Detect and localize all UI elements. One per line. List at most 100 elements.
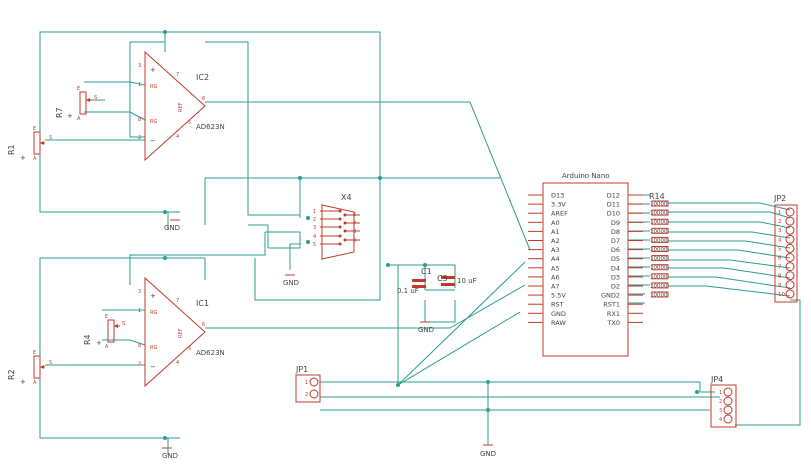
x4-pin-1: 1 xyxy=(313,209,316,215)
bank-resistor-value: 10000 xyxy=(650,211,668,217)
ground-symbols: GND GND GND GND GND xyxy=(162,219,496,460)
ic2-rg-bottom: RG xyxy=(150,119,157,125)
r14-name: R14 xyxy=(649,192,665,201)
arduino-right-pin-label: D6 xyxy=(611,246,620,254)
bank-resistor-value: 10000 xyxy=(650,265,668,271)
r1-pin-s: S xyxy=(49,135,52,141)
junction-dots xyxy=(163,30,699,440)
bank-resistor xyxy=(651,227,669,234)
arduino-right-pin-label: D2 xyxy=(611,283,620,291)
arduino-right-pin-label: D11 xyxy=(607,201,620,209)
db9-connector-x4: X4 1 2 3 4 5 6 7 8 9 xyxy=(313,193,360,260)
arduino-right-pin-label: TX0 xyxy=(606,319,620,327)
ic2-plus-sign: + xyxy=(150,66,156,74)
ic2-pin-3: 3 xyxy=(138,63,141,69)
jp2-pin-pad xyxy=(785,289,795,299)
gnd-caps: GND xyxy=(418,321,434,334)
bank-resistor-value: 10000 xyxy=(650,220,668,226)
arduino-right-pin-label: GND2 xyxy=(601,292,620,300)
r4-name: R4 xyxy=(83,334,92,345)
bank-resistor xyxy=(651,255,669,262)
arduino-left-pin-label: A0 xyxy=(551,219,560,227)
bank-resistor xyxy=(651,209,669,216)
arduino-left-pin-label: A6 xyxy=(551,273,560,281)
jp2-pin-pad xyxy=(785,207,795,217)
jp1-pin-2: 2 xyxy=(305,392,308,398)
ic1-ref: REF xyxy=(178,328,184,338)
arduino-nano: Arduino Nano D133.3VAREFA0A1A2A3A4A5A6A7… xyxy=(528,172,643,357)
ic1-pin-3: 3 xyxy=(138,289,141,295)
x4-name: X4 xyxy=(341,193,352,202)
ic2-ref: REF xyxy=(178,102,184,112)
r7-pin-s: S xyxy=(94,95,97,101)
header-jp4: JP4 1 2 3 4 xyxy=(710,375,737,428)
bank-resistor xyxy=(651,291,669,298)
arduino-left-pin-label: 5.5V xyxy=(551,292,566,300)
c1-name: C1 xyxy=(421,267,432,276)
ic1-pin-6: 6 xyxy=(202,322,205,328)
ic1-value: AD623N xyxy=(196,349,225,357)
potentiometer-r4: E A S R4 + xyxy=(83,314,125,350)
arduino-right-pin-label: D8 xyxy=(611,228,620,236)
r2-plus: + xyxy=(20,378,26,386)
jp4-pin-2: 2 xyxy=(719,399,722,405)
jp2-pin-pad xyxy=(785,234,795,244)
jp4-pin-4: 4 xyxy=(719,417,722,423)
ic2-rg-top: RG xyxy=(150,84,157,90)
arduino-right-pin-label: D4 xyxy=(611,264,620,272)
bank-resistor-value: 10000 xyxy=(650,247,668,253)
arduino-left-pin-label: D13 xyxy=(551,192,564,200)
jp1-pin-1: 1 xyxy=(305,380,308,386)
arduino-right-pin-label: D3 xyxy=(611,273,620,281)
arduino-left-pin-label: RAW xyxy=(551,319,566,327)
gnd-label-ic2: GND xyxy=(164,224,180,232)
gnd-ic1: GND xyxy=(162,447,178,460)
jp2-name: JP2 xyxy=(773,194,786,203)
gnd-label-ic1: GND xyxy=(162,452,178,460)
jp2-pin-number: 10 xyxy=(778,292,785,298)
x4-pin-4: 4 xyxy=(313,234,316,240)
ic2-pin-4: 4 xyxy=(176,134,179,140)
bank-resistor-value: 10000 xyxy=(650,283,668,289)
r1-plus: + xyxy=(20,154,26,162)
bank-resistor xyxy=(651,236,669,243)
arduino-right-pin-label: D9 xyxy=(611,219,620,227)
header-jp1: JP1 1 2 xyxy=(295,365,321,403)
ic1-pin-4: 4 xyxy=(176,360,179,366)
ic1-pin-7: 7 xyxy=(176,298,179,304)
x4-pin-7: 7 xyxy=(353,221,356,227)
c5-name: C5 xyxy=(437,274,448,283)
arduino-left-pin-label: RST xyxy=(551,301,564,309)
arduino-right-pin-label: D10 xyxy=(607,210,620,218)
arduino-right-pin-label: D7 xyxy=(611,237,620,245)
r7-plus: + xyxy=(67,112,73,120)
bank-resistor-value: 10000 xyxy=(650,202,668,208)
ic2-name: IC2 xyxy=(196,73,209,82)
ic1-pin-1: 1 xyxy=(138,308,141,314)
bank-resistor xyxy=(651,200,669,207)
gnd-bottom: GND xyxy=(480,444,496,458)
bank-resistor xyxy=(651,282,669,289)
arduino-left-pin-label: GND xyxy=(551,310,566,318)
arduino-left-pin-label: A7 xyxy=(551,283,560,291)
jp2-pin-pad xyxy=(785,216,795,226)
r2-pin-e: E xyxy=(33,350,36,356)
jp2-pin-number: 7 xyxy=(778,265,782,271)
bank-resistor xyxy=(651,246,669,252)
ic2-pin-8: 8 xyxy=(138,117,141,123)
arduino-right-pin-label: D12 xyxy=(607,192,620,200)
jp2-pin-number: 9 xyxy=(778,283,782,289)
ic1-rg-bottom: RG xyxy=(150,345,157,351)
r1-pin-e: E xyxy=(33,126,36,132)
bank-resistor-value: 10000 xyxy=(650,293,668,299)
bank-resistor-value: 10000 xyxy=(650,238,668,244)
ic1-plus-sign: + xyxy=(150,292,156,300)
ic1-rg-top: RG xyxy=(150,310,157,316)
ic2-pin-7: 7 xyxy=(176,72,179,78)
gnd-label-bottom: GND xyxy=(480,450,496,458)
potentiometer-r2: E A S R2 + xyxy=(7,350,52,386)
arduino-left-pin-label: A2 xyxy=(551,237,560,245)
